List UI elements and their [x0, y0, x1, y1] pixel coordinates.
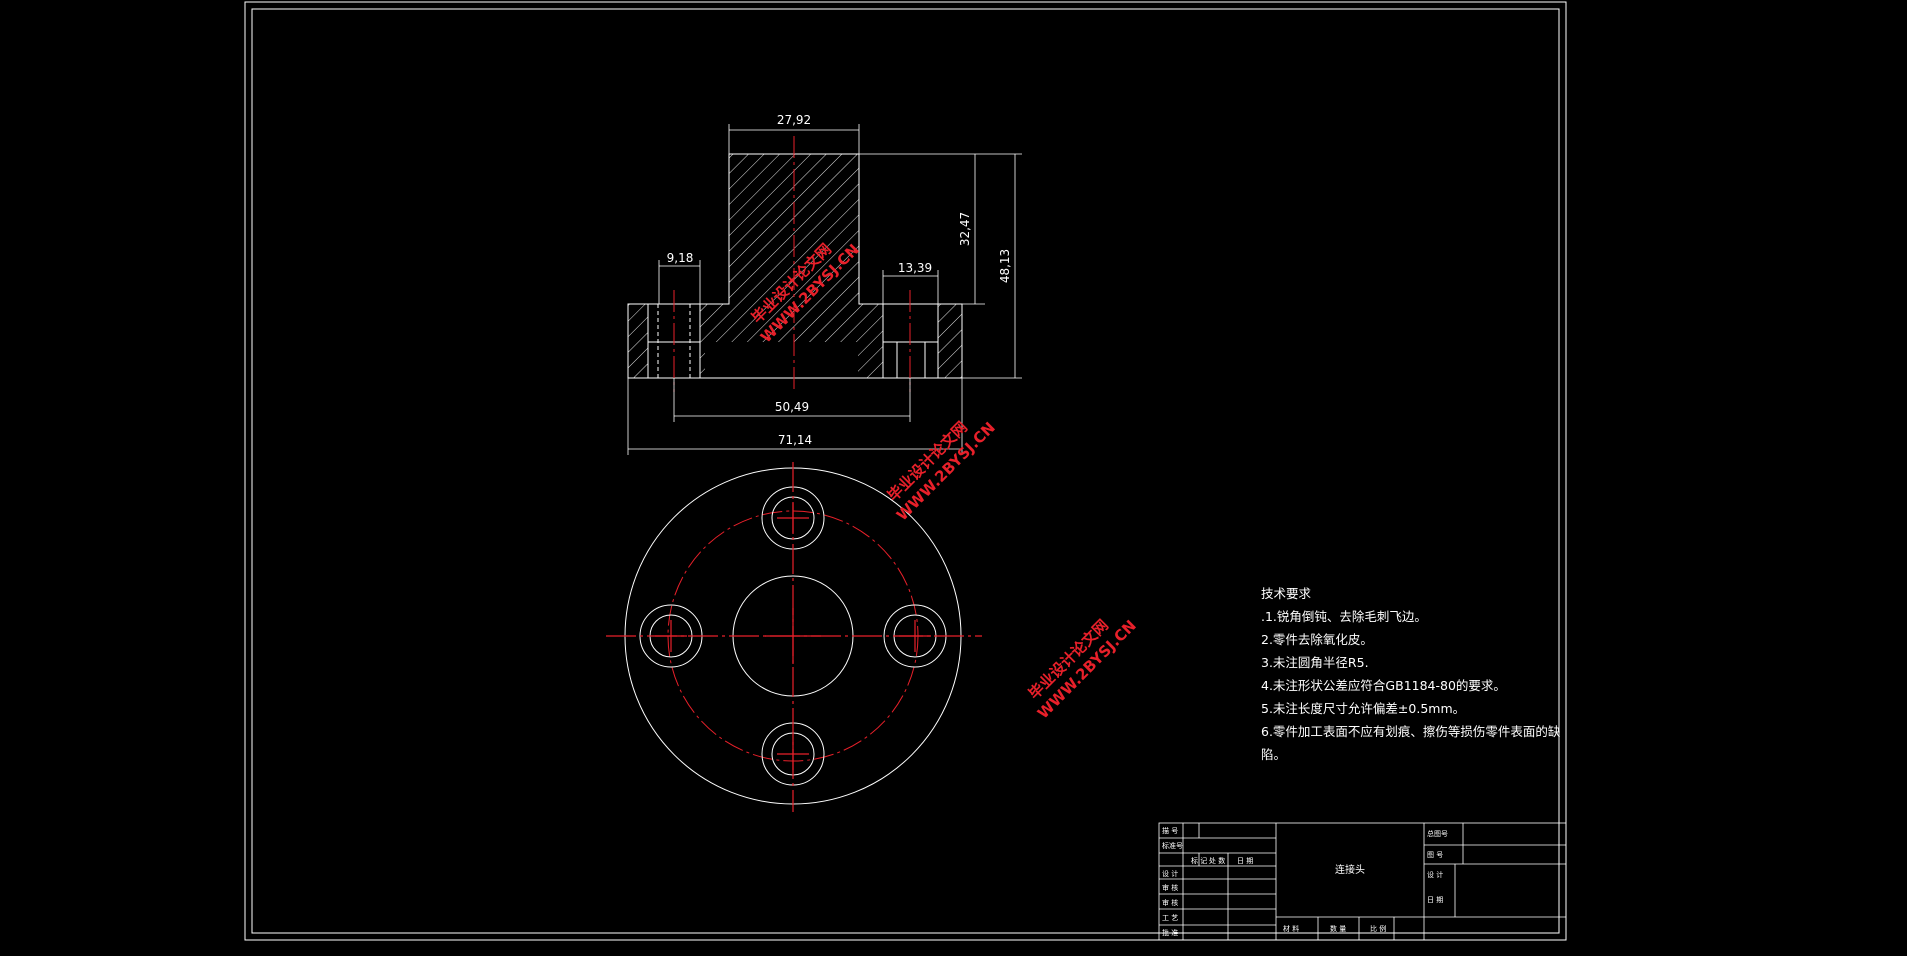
tb-label: 比 例 [1370, 924, 1386, 933]
tb-label: 描 号 [1162, 826, 1178, 835]
dim-overall-width: 71,14 [778, 433, 812, 447]
tech-req-title: 技术要求 [1261, 586, 1312, 601]
front-center-lines [673, 136, 911, 392]
left-flange-hatch [628, 304, 648, 378]
right-flange-hatch [938, 304, 962, 378]
dim-step-height: 32,47 [958, 212, 972, 246]
tb-label: 材 料 [1283, 924, 1299, 933]
inner-border [251, 8, 1560, 934]
tech-req-item: .1.锐角倒钝、去除毛刺飞边。 [1261, 609, 1427, 624]
tech-req-item: 5.未注长度尺寸允许偏差±0.5mm。 [1261, 701, 1465, 716]
tech-req-item: 4.未注形状公差应符合GB1184-80的要求。 [1261, 678, 1506, 693]
tb-label: 日 期 [1427, 896, 1443, 904]
dim-right-hole: 13,39 [898, 261, 932, 275]
dim-top-width: 27,92 [777, 113, 811, 127]
tb-label: 处 数 [1209, 856, 1225, 865]
technical-requirements: 技术要求 .1.锐角倒钝、去除毛刺飞边。 2.零件去除氧化皮。 3.未注圆角半径… [1261, 586, 1561, 762]
tech-req-item: 3.未注圆角半径R5. [1261, 655, 1369, 670]
title-block-text: 描 号 标准号 标 记 处 数 日 期 设 计 审 核 审 核 工 艺 批 准 … [1162, 826, 1448, 937]
section-hatch [700, 154, 883, 378]
tb-label: 设 计 [1427, 870, 1443, 879]
outer-border [244, 1, 1567, 941]
tb-label: 标 记 [1191, 856, 1207, 865]
tb-label: 审 核 [1162, 883, 1178, 892]
tb-label: 审 核 [1162, 898, 1178, 907]
part-name: 连接头 [1335, 863, 1365, 876]
tb-label: 批 准 [1162, 928, 1178, 937]
tech-req-item: 陷。 [1261, 747, 1286, 762]
top-center-lines [606, 462, 982, 812]
dim-total-height: 48,13 [998, 249, 1012, 283]
tb-label: 日 期 [1237, 857, 1253, 865]
watermark: 毕业设计论文网 WWW.2BYSJ.CN [1025, 616, 1140, 722]
tb-label: 图 号 [1427, 851, 1443, 859]
tb-label: 数 量 [1330, 924, 1346, 933]
dimension-lines [627, 124, 1022, 455]
tb-label: 标准号 [1162, 841, 1183, 850]
tb-label: 设 计 [1162, 869, 1178, 878]
tech-req-item: 6.零件加工表面不应有划痕、擦伤等损伤零件表面的缺 [1261, 724, 1561, 739]
title-block [1158, 822, 1567, 941]
tech-req-item: 2.零件去除氧化皮。 [1261, 632, 1373, 647]
front-section-view [627, 153, 963, 379]
tb-label: 总图号 [1427, 829, 1448, 838]
watermark: 毕业设计论文网 WWW.2BYSJ.CN [884, 418, 999, 524]
dim-left-hole: 9,18 [667, 251, 694, 265]
tb-label: 工 艺 [1162, 914, 1178, 922]
dim-bolt-spacing: 50,49 [775, 400, 809, 414]
